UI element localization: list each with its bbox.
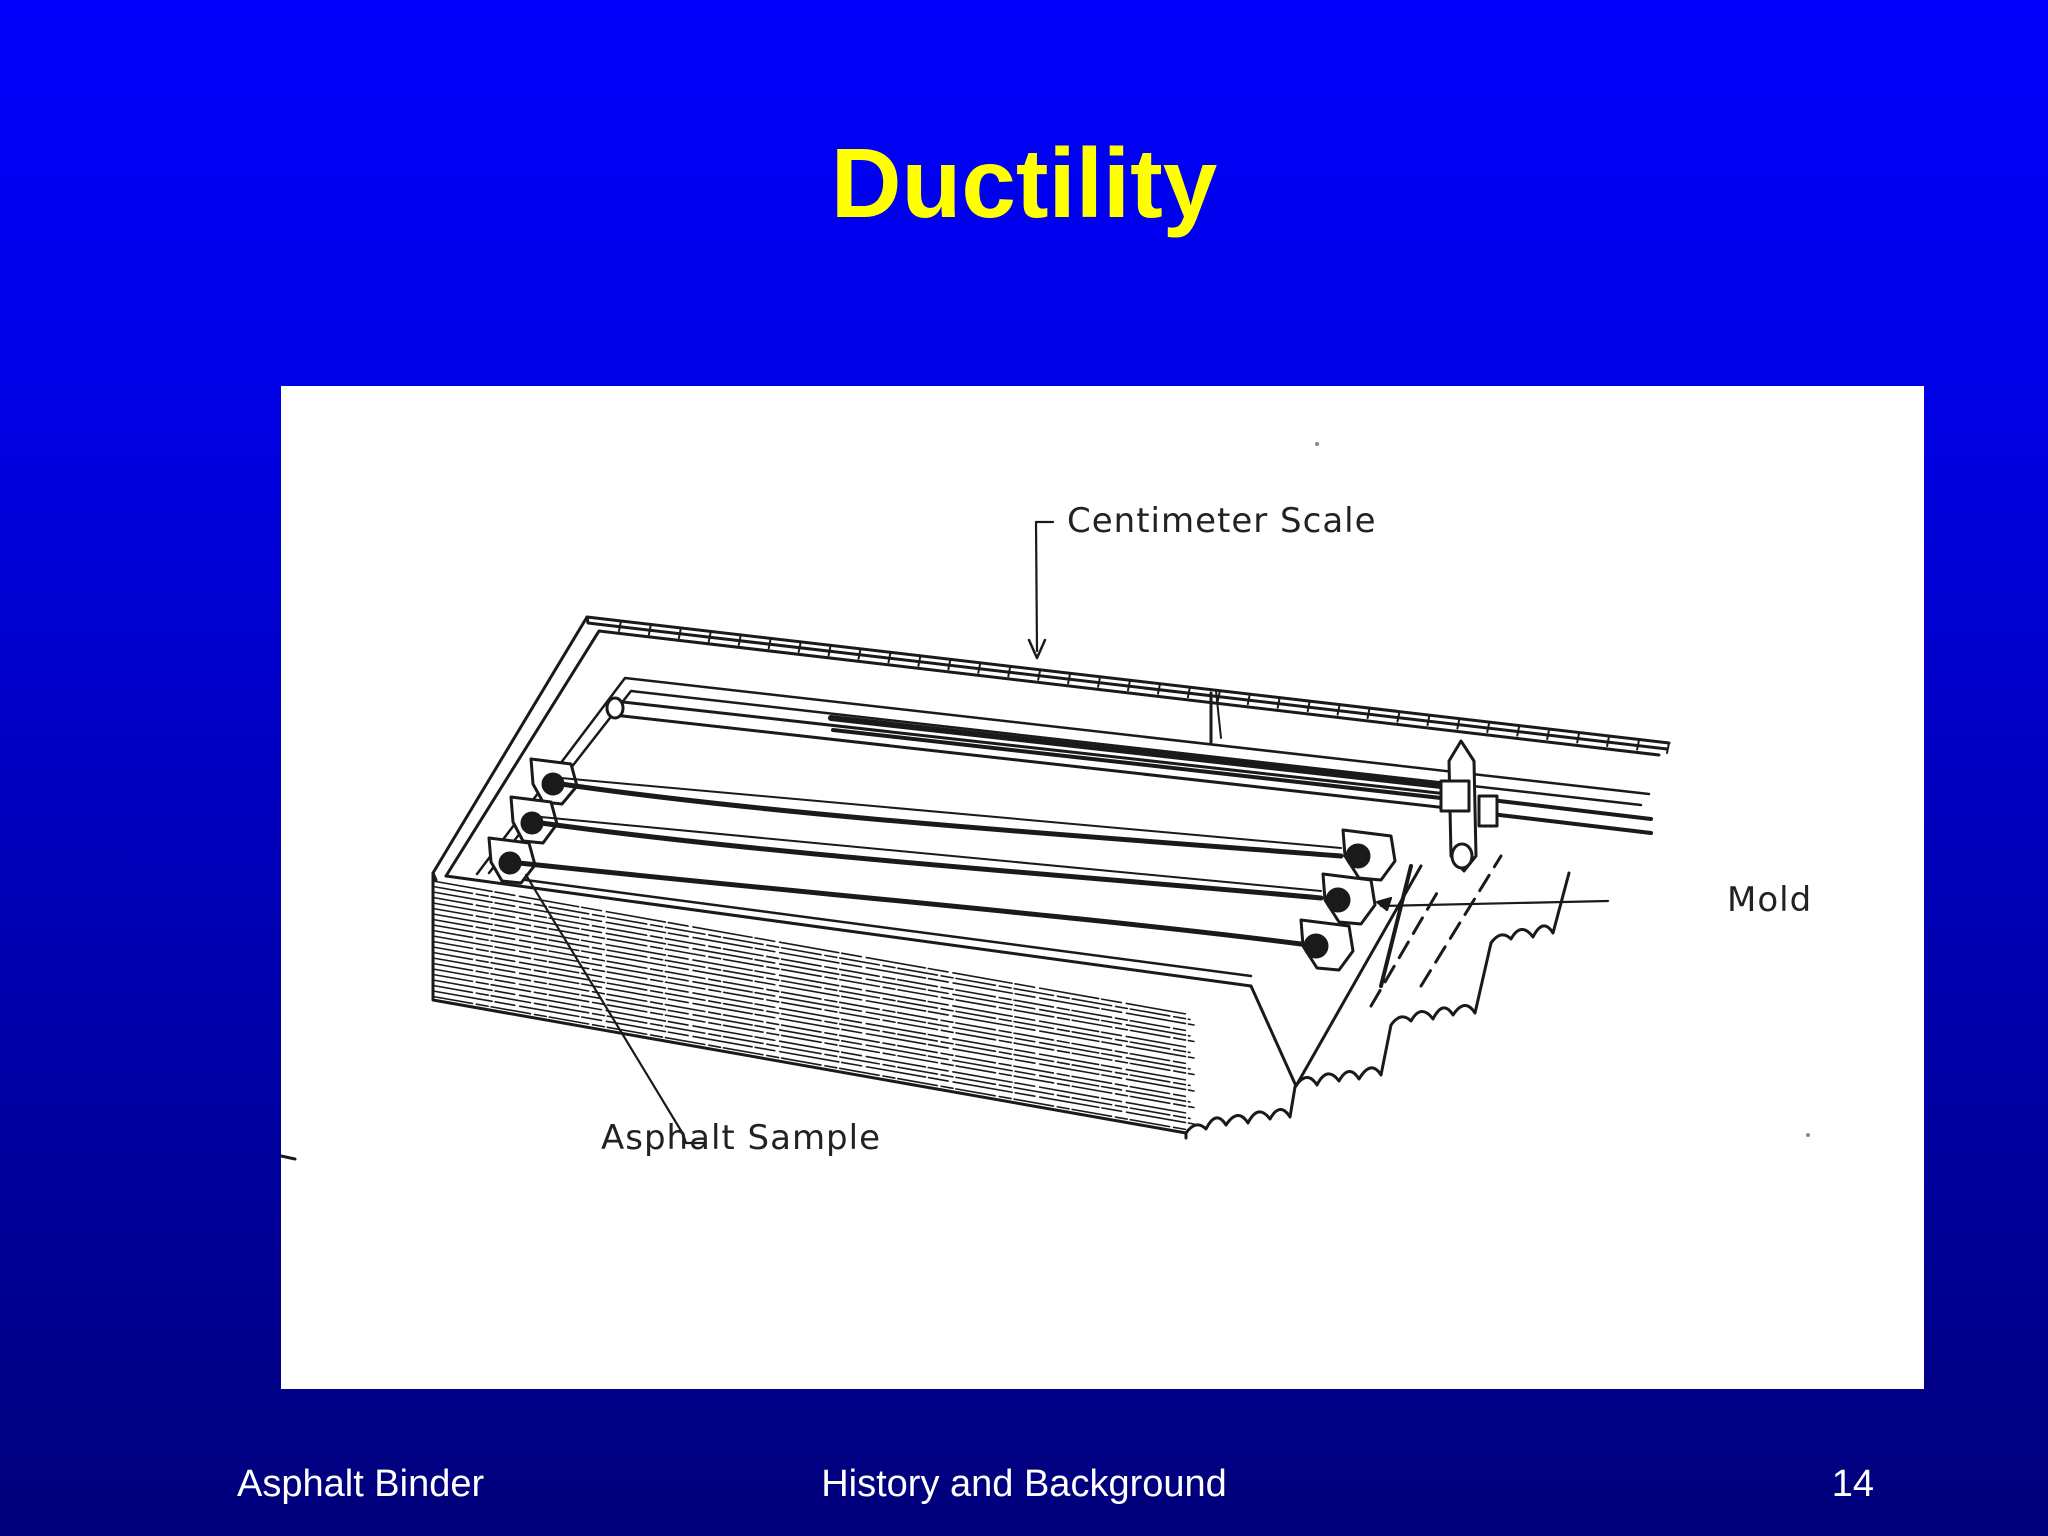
hatch-line <box>432 885 1191 1021</box>
scale-tick <box>1067 672 1072 685</box>
scale-tick <box>1636 738 1641 751</box>
scale-tick <box>1336 703 1341 716</box>
ductility-apparatus-figure: Centimeter Scale Mold Asphalt Sample <box>281 386 1924 1389</box>
hatch-line <box>432 913 1187 1048</box>
hatch-line <box>432 968 1191 1103</box>
hatch-line <box>432 957 1195 1092</box>
mold-label: Mold <box>1727 880 1812 920</box>
right-clips <box>1299 828 1397 972</box>
hatch-line <box>432 929 1187 1065</box>
ductility-apparatus-drawing: Centimeter Scale Mold Asphalt Sample <box>281 442 1812 1161</box>
scale-tick <box>1426 714 1431 727</box>
scale-tick <box>1666 742 1670 754</box>
left-clips <box>487 757 579 885</box>
scale-tick <box>1486 721 1491 734</box>
hatch-line <box>432 946 1187 1081</box>
scale-tick <box>707 630 712 643</box>
scale-tick <box>1037 668 1042 681</box>
bath-front-hatching <box>432 880 1195 1131</box>
hatch-line <box>432 973 1195 1109</box>
hatch-line <box>432 962 1187 1098</box>
scale-tick <box>1366 707 1371 720</box>
cut-edges <box>1184 854 1571 1135</box>
scale-tick <box>1516 724 1521 737</box>
scale-tick <box>857 647 862 660</box>
scan-dot <box>1806 1133 1810 1137</box>
footer-course-title: Asphalt Binder <box>237 1463 485 1505</box>
scale-tick <box>947 658 952 671</box>
scale-tick <box>1546 728 1551 741</box>
hatch-line <box>432 924 1195 1059</box>
hatch-line <box>432 995 1187 1131</box>
scale-tick <box>1216 689 1221 702</box>
scale-tick <box>977 661 982 674</box>
asphalt-sample-threads <box>516 777 1344 947</box>
scale-tick <box>618 620 622 632</box>
scale-tick <box>677 627 682 639</box>
scale-tick <box>1007 665 1012 678</box>
moving-carriage <box>1379 739 1499 988</box>
scale-tick <box>647 623 652 636</box>
hatch-line <box>432 935 1191 1070</box>
footer-section-title: History and Background <box>821 1463 1227 1505</box>
scan-dot <box>1315 442 1319 446</box>
hatch-line <box>432 979 1187 1114</box>
hatch-line <box>432 940 1195 1076</box>
hatch-line <box>432 918 1191 1054</box>
scan-mark <box>281 1154 297 1161</box>
scale-tick <box>737 633 742 646</box>
hatch-line <box>432 896 1187 1032</box>
scale-tick <box>1606 735 1611 747</box>
bath-outline <box>431 615 1671 988</box>
hatch-line <box>432 990 1195 1125</box>
scale-tick <box>797 640 802 653</box>
scale-tick <box>1097 675 1102 688</box>
scale-tick <box>1157 682 1161 695</box>
scale-tick <box>767 637 772 650</box>
scale-tick <box>1306 700 1311 713</box>
scale-tick <box>1456 717 1461 730</box>
scale-tick <box>1246 693 1251 706</box>
hatch-line <box>432 880 1187 1015</box>
scale-tick <box>1186 686 1191 699</box>
scale-tick <box>1396 710 1401 723</box>
hatch-line <box>432 902 1191 1037</box>
hatch-line <box>432 891 1195 1026</box>
scale-tick <box>1276 696 1281 709</box>
centimeter-scale-label: Centimeter Scale <box>1067 501 1377 541</box>
callout-leaders <box>524 520 1610 1145</box>
centimeter-scale-ticks <box>618 620 1670 754</box>
scale-tick <box>827 644 832 657</box>
hatch-line <box>432 984 1191 1120</box>
footer-page-number: 14 <box>1831 1463 1874 1505</box>
scale-tick <box>1576 731 1581 744</box>
slide-title: Ductility <box>830 128 1218 238</box>
screw-rod <box>605 690 1653 835</box>
asphalt-sample-label: Asphalt Sample <box>601 1118 881 1158</box>
scale-tick <box>887 651 892 664</box>
scale-tick <box>1127 679 1131 692</box>
hatch-line <box>432 951 1191 1087</box>
scale-tick <box>917 654 922 667</box>
